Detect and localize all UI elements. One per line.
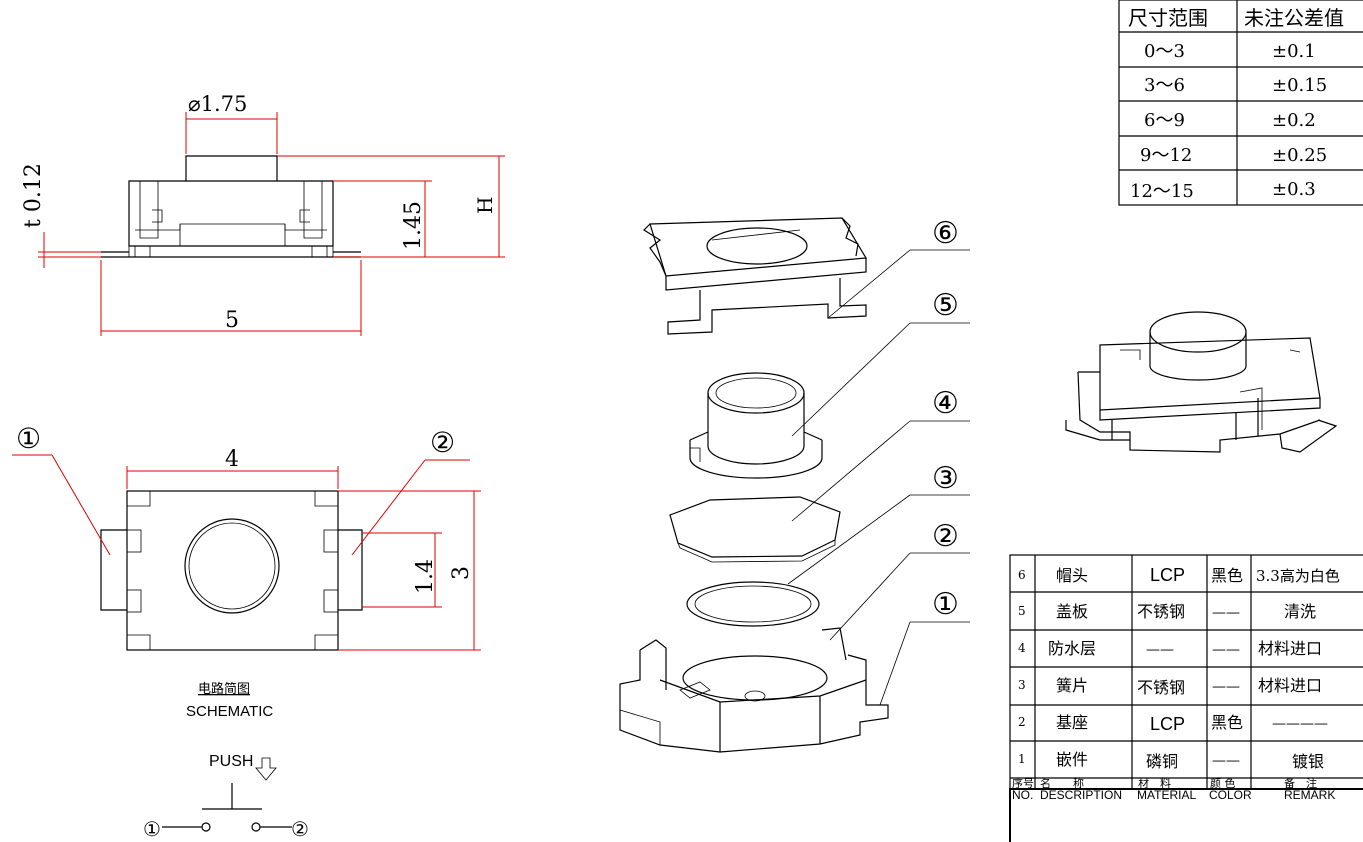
bom-header-color-cn: 颜 色	[1210, 776, 1236, 790]
bom-material: 磷铜	[1146, 752, 1178, 771]
schematic-pin1: ①	[143, 817, 161, 841]
callout-leaders	[787, 249, 970, 706]
bom-color: ——	[1212, 679, 1240, 695]
schematic-pin2: ②	[291, 817, 309, 841]
bom-name: 基座	[1056, 713, 1088, 732]
bom-name: 帽头	[1056, 566, 1088, 585]
bom-header-name-cn: 名 称	[1040, 776, 1084, 790]
tol-range: 12～15	[1130, 181, 1194, 202]
bom-row: 4 防水层 —— —— 材料进口	[1018, 639, 1322, 658]
bom-material: 不锈钢	[1137, 602, 1185, 621]
callout-5: ⑤	[932, 288, 959, 323]
push-label: PUSH	[209, 753, 253, 770]
assembly-view	[1065, 311, 1338, 453]
bom-header-color-en: COLOR	[1209, 788, 1252, 802]
bom-name: 防水层	[1048, 639, 1096, 658]
part-cover-plate	[643, 217, 868, 335]
bom-remark: 材料进口	[1258, 676, 1322, 695]
dim-top-width: 4	[225, 447, 239, 472]
callout-4: ④	[932, 386, 959, 421]
bom-color: ——	[1212, 605, 1240, 621]
bom-row: 3 簧片 不锈钢 —— 材料进口	[1018, 676, 1322, 697]
side-view: ⌀1.75 1.45 H t 0.12 5	[21, 92, 505, 336]
bom-name: 盖板	[1056, 602, 1088, 621]
tol-value: ±0.1	[1272, 41, 1316, 62]
bom-material: ——	[1146, 642, 1174, 658]
tol-range: 0～3	[1144, 41, 1185, 62]
pin2-callout: ②	[430, 426, 455, 459]
tol-value: ±0.15	[1272, 75, 1327, 96]
callout-1: ①	[932, 587, 959, 622]
bom-no: 3	[1018, 678, 1026, 692]
bom-row: 5 盖板 不锈钢 —— 清洗	[1018, 602, 1316, 621]
bom-row: 1 嵌件 磷铜 —— 镀银	[1018, 750, 1324, 771]
bom-no: 6	[1018, 568, 1026, 582]
bom-table: 6 帽头 LCP 黑色 3.3高为白色 5 盖板 不锈钢 —— 清洗 4 防水层…	[1009, 554, 1363, 842]
bom-header-no-cn: 序号	[1012, 776, 1034, 790]
tol-range: 9～12	[1140, 145, 1192, 166]
bom-material: 不锈钢	[1137, 678, 1185, 697]
bom-header-material-en: MATERIAL	[1137, 788, 1196, 802]
bom-color: ——	[1212, 642, 1240, 658]
tol-header-value: 未注公差值	[1244, 6, 1344, 30]
part-dome	[686, 581, 820, 627]
callout-2: ②	[932, 519, 959, 554]
bom-header: 序号 名 称 材 料 颜 色 备 注 NO. DESCRIPTION MATER…	[1012, 776, 1335, 802]
schematic-title-cn: 电路简图	[198, 681, 250, 697]
bom-color: 黑色	[1211, 566, 1243, 585]
push-arrow-icon	[255, 757, 277, 781]
bom-color: 黑色	[1211, 713, 1243, 732]
dim-depth: 3	[449, 566, 474, 580]
bom-remark: ————	[1272, 716, 1328, 732]
tol-header-range: 尺寸范围	[1128, 6, 1208, 30]
bom-remark: 清洗	[1284, 602, 1316, 621]
bom-header-material-cn: 材 料	[1138, 776, 1171, 790]
bom-remark: 3.3高为白色	[1256, 567, 1340, 585]
part-base	[619, 627, 889, 753]
bom-name: 簧片	[1056, 676, 1088, 695]
schematic-title-en: SCHEMATIC	[186, 703, 273, 720]
pin1-callout: ①	[16, 422, 41, 455]
part-cap	[689, 372, 823, 479]
tolerance-table: 尺寸范围 未注公差值 0～3 ±0.1 3～6 ±0.15 6～9 ±0.2 9…	[1118, 0, 1363, 206]
bom-no: 4	[1018, 641, 1026, 655]
exploded-view: ⑥ ⑤ ④ ③ ② ①	[619, 216, 970, 753]
bom-header-no-en: NO.	[1012, 788, 1033, 802]
dim-total-height: H	[473, 197, 497, 214]
tol-value: ±0.2	[1272, 110, 1316, 131]
bom-color: ——	[1212, 753, 1240, 769]
bom-material: LCP	[1150, 714, 1185, 734]
tol-value: ±0.25	[1272, 145, 1327, 166]
callout-3: ③	[932, 461, 959, 496]
bom-material: LCP	[1150, 565, 1185, 585]
part-waterproof-layer	[669, 496, 841, 563]
bom-no: 5	[1018, 604, 1026, 618]
bom-remark: 镀银	[1292, 752, 1324, 771]
bom-remark: 材料进口	[1258, 639, 1322, 658]
bom-header-remark-cn: 备 注	[1284, 776, 1317, 790]
bom-row: 2 基座 LCP 黑色 ————	[1018, 713, 1328, 734]
tol-range: 6～9	[1144, 110, 1185, 131]
tol-range: 3～6	[1144, 75, 1185, 96]
bom-header-name-en: DESCRIPTION	[1040, 788, 1122, 802]
bom-row: 6 帽头 LCP 黑色 3.3高为白色	[1018, 565, 1340, 585]
dim-pin-pitch: 1.4	[413, 559, 438, 594]
bom-name: 嵌件	[1056, 750, 1088, 769]
dim-width: 5	[225, 308, 239, 333]
dim-cap-diameter: ⌀1.75	[188, 92, 247, 116]
dim-body-height: 1.45	[401, 201, 426, 250]
bom-no: 1	[1018, 752, 1026, 766]
bom-header-remark-en: REMARK	[1284, 788, 1335, 802]
schematic: 电路简图 SCHEMATIC PUSH ① ②	[143, 681, 309, 841]
tol-value: ±0.3	[1272, 179, 1316, 200]
bom-no: 2	[1018, 715, 1026, 729]
top-view: 4 1.4 3 ① ②	[12, 422, 481, 651]
callout-6: ⑥	[932, 216, 959, 251]
dim-thickness: t 0.12	[21, 163, 46, 228]
